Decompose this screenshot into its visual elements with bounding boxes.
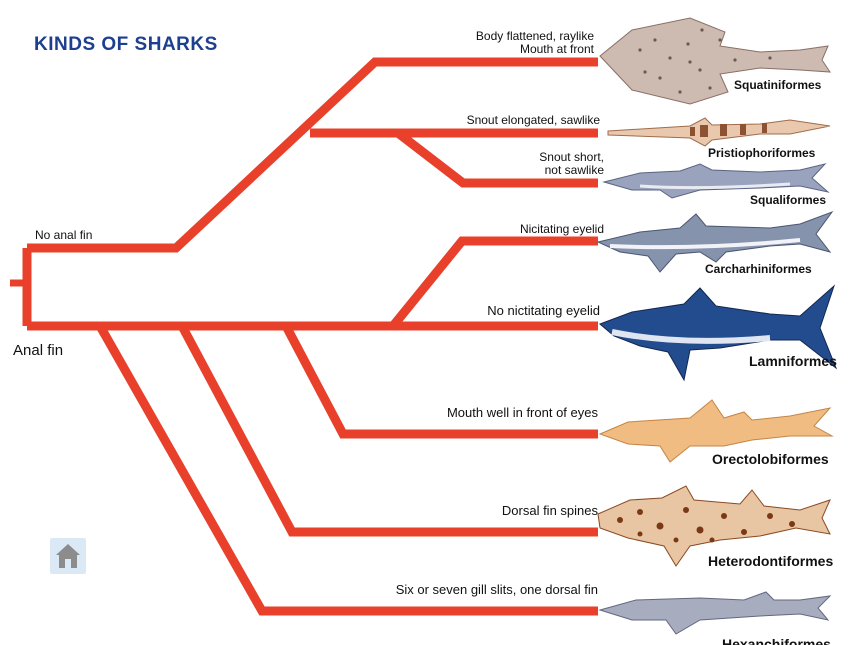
home-button[interactable]	[50, 538, 86, 574]
carcharhiniformes-illustration	[596, 210, 834, 273]
branch-no-anal-fin	[27, 57, 598, 253]
trait-label: Nicitating eyelid	[519, 222, 604, 236]
lamniformes-illustration	[599, 284, 838, 382]
taxon-label: Carcharhiniformes	[705, 262, 812, 276]
trait-label: Mouth well in front of eyes	[446, 405, 598, 420]
taxon-label: Lamniformes	[749, 353, 837, 369]
label-no-anal-fin: No anal fin	[35, 228, 93, 242]
orectolobiformes-illustration	[598, 399, 834, 463]
branch-heterodontiformes	[178, 323, 598, 537]
trait-label: Snout elongated, sawlike	[466, 113, 600, 127]
branch-squaliformes	[395, 129, 598, 188]
trait-label: No nictitating eyelid	[487, 303, 600, 318]
trait-label: Dorsal fin spines	[501, 503, 598, 518]
trait-label: Snout short, not sawlike	[539, 150, 604, 177]
squaliformes-illustration	[602, 163, 830, 199]
taxon-label: Squatiniformes	[734, 78, 822, 92]
taxon-label: Squaliformes	[750, 193, 827, 207]
hexanchiformes-illustration	[598, 591, 832, 635]
taxon-label: Hexanchiformes	[722, 636, 831, 645]
squatiniformes-illustration	[599, 17, 831, 105]
pristiophoriformes-illustration	[607, 117, 831, 147]
branch-carcharhiniformes	[389, 236, 598, 329]
taxon-label: Heterodontiformes	[708, 553, 834, 569]
diagram-title: KINDS OF SHARKS	[34, 34, 218, 55]
taxon-label: Pristiophoriformes	[708, 146, 816, 160]
trait-label: Six or seven gill slits, one dorsal fin	[395, 582, 598, 597]
label-anal-fin: Anal fin	[13, 342, 64, 359]
branch-orectolobiformes	[282, 323, 598, 439]
branch-hexanchiformes	[96, 323, 598, 616]
heterodontiformes-illustration	[597, 485, 831, 567]
home-icon	[56, 544, 80, 568]
taxon-label: Orectolobiformes	[712, 451, 829, 467]
trait-label: Body flattened, raylike Mouth at front	[475, 29, 594, 56]
